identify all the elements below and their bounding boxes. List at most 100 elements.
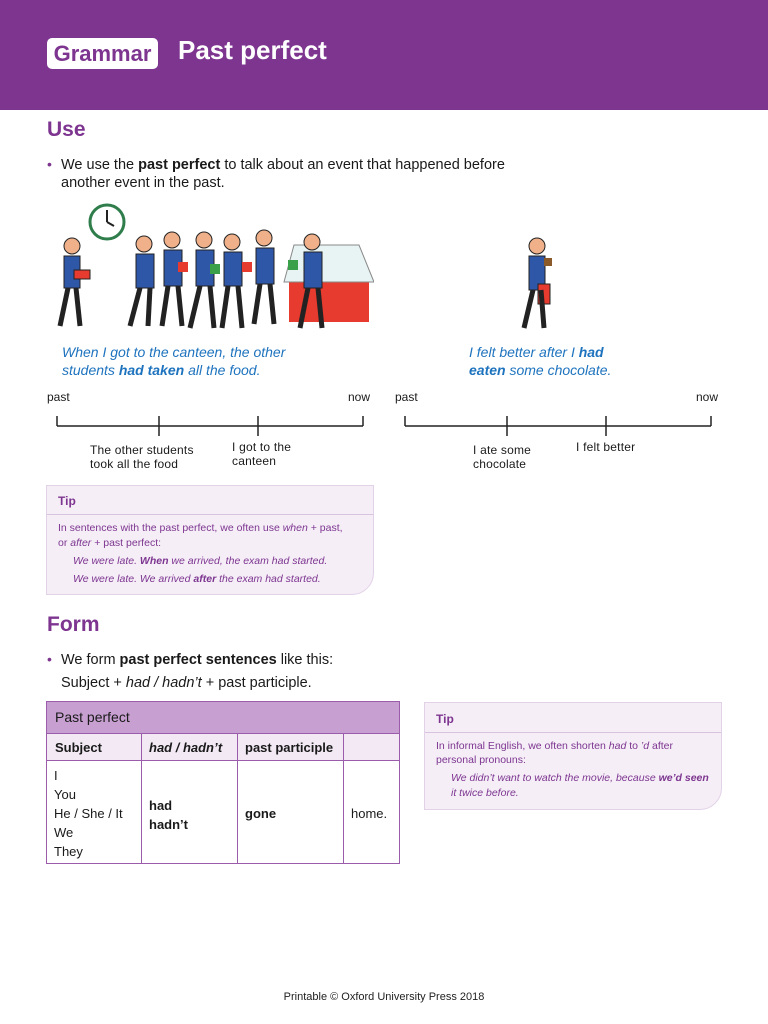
tip2-line1-em2: ’d (640, 740, 650, 752)
tip-divider (47, 514, 373, 515)
use-heading: Use (47, 118, 86, 141)
caption-canteen: When I got to the canteen, the other stu… (62, 343, 285, 379)
table-subject-we: We (54, 825, 74, 840)
table-header-row (47, 733, 399, 761)
tip1-line2-post: + past perfect: (91, 537, 162, 549)
tip2-line1-mid: to (626, 740, 641, 752)
table-subject-they: They (54, 844, 83, 859)
caption-canteen-pre: students (62, 362, 119, 378)
tip-title: Tip (58, 494, 76, 508)
queue-students (127, 229, 325, 329)
student-figure (57, 237, 91, 327)
chocolate-bar (544, 258, 552, 266)
table-subject-i: I (54, 768, 58, 783)
caption-chocolate-pre: I felt better after I (469, 344, 579, 360)
tip1-example1-pre: We were late. (73, 555, 140, 567)
page-title: Past perfect (178, 35, 327, 65)
timeline-right-event1: I ate some chocolate (473, 443, 531, 471)
form-bullet-bold: past perfect sentences (119, 652, 277, 668)
tip1-example1: We were late. When we arrived, the exam … (73, 554, 327, 568)
table-end-cell: home. (351, 806, 388, 821)
form-formula-post: + past participle. (201, 675, 312, 691)
table-title: Past perfect (55, 709, 130, 725)
tip1-line1-em: when (282, 522, 308, 534)
tip1-line1: In sentences with the past perfect, we o… (58, 521, 343, 535)
tip2-line1-pre: In informal English, we often shorten (436, 740, 609, 752)
table-participle-cell: gone (245, 806, 277, 821)
chocolate-illustration (521, 237, 552, 329)
tip-box-when-after: Tip In sentences with the past perfect, … (46, 485, 374, 595)
timeline-right-event1-line2: chocolate (473, 457, 527, 471)
timeline-left-event1: The other students took all the food (90, 443, 194, 471)
caption-chocolate-bold2: eaten (469, 362, 506, 378)
tip2-example1-pre: We didn’t want to watch the movie, becau… (451, 772, 659, 784)
form-formula-em: had / hadn’t (125, 675, 202, 691)
tip2-example1-bold: we’d seen (658, 772, 709, 784)
table-header-had: had / hadn’t (149, 740, 223, 755)
use-bullet-bold: past perfect (138, 157, 221, 173)
tip2-line1-em1: had (608, 740, 627, 752)
tip1-example1-bold: When (139, 555, 169, 567)
tip-title: Tip (436, 712, 454, 726)
caption-chocolate-post: some chocolate. (505, 362, 612, 378)
tip1-example2-bold: after (193, 573, 217, 585)
canteen-illustration (57, 203, 374, 329)
form-heading: Form (47, 613, 100, 636)
table-header-subject: Subject (55, 740, 102, 755)
use-bullet-prefix: We use the (61, 157, 139, 173)
table-divider (237, 733, 238, 863)
form-formula: Subject + had / hadn’t + past participle… (61, 674, 312, 692)
table-divider (141, 733, 142, 863)
header-bar: Grammar Past perfect (0, 0, 768, 110)
form-bullet-pre: We form (61, 652, 120, 668)
timeline-left-event2: I got to the canteen (232, 440, 291, 468)
tip2-example2: it twice before. (451, 787, 519, 799)
tip1-example1-post: we arrived, the exam had started. (168, 555, 328, 567)
caption-canteen-post: all the food. (184, 362, 261, 378)
timeline-left-past: past (47, 390, 70, 404)
bullet-dot: • (47, 156, 52, 172)
use-bullet-line2: another event in the past. (61, 175, 225, 191)
timeline-left-event2-line1: I got to the (232, 440, 292, 454)
tip1-line2-em: after (70, 537, 92, 549)
tip2-line2: personal pronouns: (436, 754, 526, 766)
timeline-left-now: now (348, 390, 371, 404)
form-bullet-post: like this: (276, 652, 334, 668)
use-bullet-suffix: to talk about an event that happened bef… (220, 157, 505, 173)
table-subjects: I You He / She / It We They (54, 766, 123, 861)
timeline-right (404, 416, 712, 436)
timeline-left-event1-line1: The other students (90, 443, 194, 457)
timeline-right-past: past (395, 390, 418, 404)
table-had-cell: had hadn’t (149, 796, 188, 834)
table-had: had (149, 798, 173, 813)
timeline-left (56, 416, 364, 436)
tip1-example2-post: the exam had started. (216, 573, 321, 585)
tip1-line2: or after + past perfect: (58, 536, 161, 550)
tip2-line1-post: after (649, 740, 674, 752)
tip1-example2: We were late. We arrived after the exam … (73, 572, 321, 586)
form-formula-pre: Subject + (61, 675, 126, 691)
clock-icon (88, 203, 126, 241)
table-divider (343, 733, 344, 863)
past-perfect-table: Past perfect Subject had / hadn’t past p… (46, 701, 400, 864)
table-header-participle: past participle (245, 740, 334, 755)
tip-box-contraction: Tip In informal English, we often shorte… (424, 702, 722, 810)
timeline-right-now: now (696, 390, 719, 404)
table-subject-he-she-it: He / She / It (54, 806, 123, 821)
footer-copyright: Printable © Oxford University Press 2018 (283, 991, 485, 1003)
caption-chocolate-bold1: had (578, 344, 604, 360)
tip1-line1-pre: In sentences with the past perfect, we o… (58, 522, 283, 534)
tip1-example2-pre: We were late. We arrived (73, 573, 194, 585)
tip2-example1: We didn’t want to watch the movie, becau… (451, 771, 709, 785)
caption-chocolate: I felt better after I had eaten some cho… (469, 343, 611, 379)
timeline-right-event1-line1: I ate some (473, 443, 532, 457)
table-title-row: Past perfect (47, 702, 399, 733)
tip-divider (425, 732, 721, 733)
bullet-dot: • (47, 651, 52, 667)
caption-canteen-line1: When I got to the canteen, the other (62, 344, 286, 360)
caption-canteen-bold: had taken (118, 362, 185, 378)
form-bullet: • We form past perfect sentences like thi… (47, 650, 333, 669)
timeline-right-event2: I felt better (576, 440, 636, 454)
tip1-line2-or: or (58, 537, 71, 549)
table-subject-you: You (54, 787, 76, 802)
